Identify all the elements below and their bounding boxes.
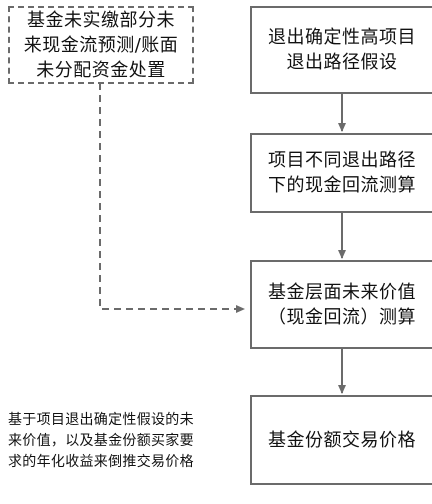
- step4-line-1: 基金份额交易价格: [268, 429, 416, 451]
- side-note-line-3: 未分配资金处置: [36, 59, 166, 81]
- step3-line-2: （现金回流）测算: [268, 306, 416, 328]
- side-note-line-1: 基金未实缴部分未: [26, 9, 175, 31]
- step4-text: 基金份额交易价格: [268, 428, 416, 453]
- step1-line-1: 退出确定性高项目: [268, 27, 416, 48]
- step2-text: 项目不同退出路径 下的现金回流测算: [268, 148, 416, 198]
- annotation-line-2: 来价值，以及基金份额买家要: [8, 433, 194, 449]
- step1-text: 退出确定性高项目 退出路径假设: [268, 25, 416, 75]
- dashed-arrow-side-to-step3: [99, 83, 245, 313]
- step1-line-2: 退出路径假设: [286, 52, 398, 73]
- annotation-line-1: 基于项目退出确定性假设的未: [8, 412, 194, 428]
- annotation-text: 基于项目退出确定性假设的未 来价值，以及基金份额买家要 求的年化收益来倒推交易价…: [8, 410, 246, 473]
- step1-exit-assumption-box: 退出确定性高项目 退出路径假设: [250, 6, 432, 94]
- step4-trade-price-box: 基金份额交易价格: [250, 395, 432, 485]
- side-note-text: 基金未实缴部分未 来现金流预测/账面 未分配资金处置: [24, 8, 179, 83]
- step2-line-1: 项目不同退出路径: [268, 150, 416, 171]
- step3-line-1: 基金层面未来价值: [268, 281, 416, 303]
- step2-line-2: 下的现金回流测算: [268, 175, 416, 196]
- side-note-box: 基金未实缴部分未 来现金流预测/账面 未分配资金处置: [8, 6, 194, 84]
- annotation-line-3: 求的年化收益来倒推交易价格: [8, 454, 194, 470]
- step3-fund-value-box: 基金层面未来价值 （现金回流）测算: [250, 260, 432, 349]
- step2-cashflow-box: 项目不同退出路径 下的现金回流测算: [250, 133, 432, 213]
- side-note-line-2: 来现金流预测/账面: [23, 34, 179, 56]
- step3-text: 基金层面未来价值 （现金回流）测算: [268, 280, 416, 330]
